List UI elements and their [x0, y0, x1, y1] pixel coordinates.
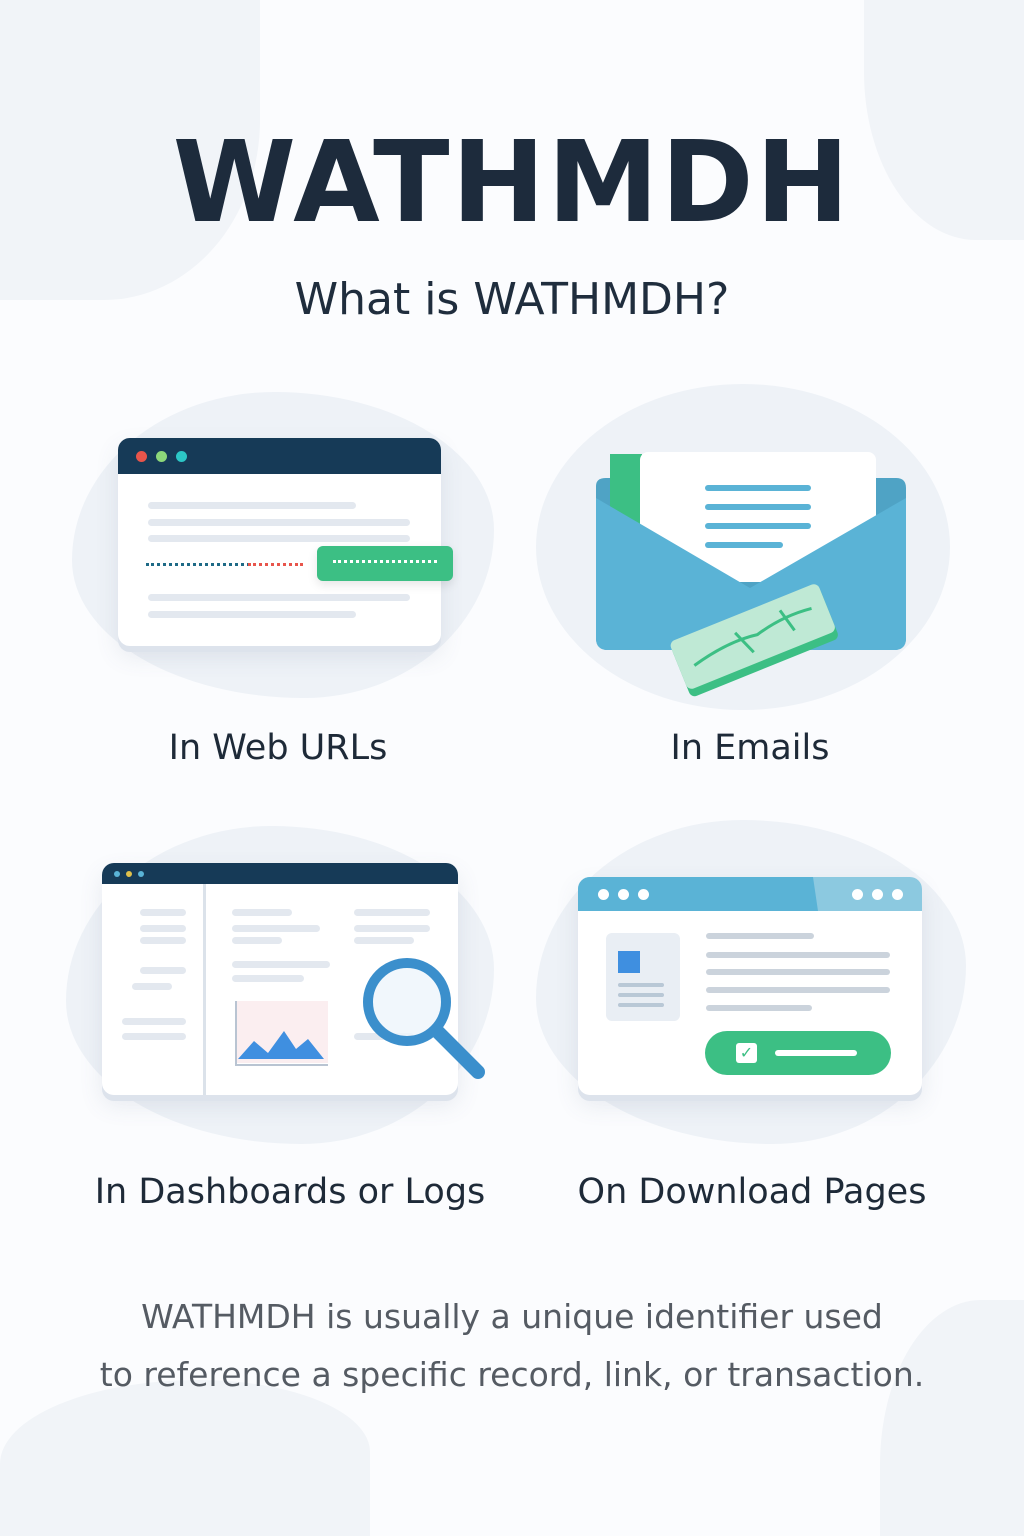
page-title: WATHMDH: [172, 118, 852, 248]
card-label-dashboards: In Dashboards or Logs: [94, 1172, 486, 1212]
card-label-web-urls: In Web URLs: [168, 728, 388, 768]
magnifier-icon: [363, 958, 485, 1079]
download-page-icon: ✓: [578, 877, 922, 1095]
background-shape: [0, 1380, 370, 1536]
file-icon: [606, 933, 680, 1021]
description-line-2: to reference a specific record, link, or…: [99, 1355, 925, 1394]
description: WATHMDH is usually a unique identifier u…: [0, 1288, 1024, 1404]
page-subtitle: What is WATHMDH?: [294, 274, 730, 325]
checkbox-icon: ✓: [736, 1043, 757, 1063]
card-label-emails: In Emails: [670, 728, 830, 768]
url-highlight-badge: [317, 546, 453, 581]
download-button: ✓: [705, 1031, 891, 1075]
envelope-icon: [596, 452, 906, 697]
card-label-download-pages: On Download Pages: [577, 1172, 927, 1212]
area-chart-icon: [235, 1001, 328, 1066]
description-line-1: WATHMDH is usually a unique identifier u…: [141, 1297, 883, 1336]
browser-url-icon: [118, 438, 441, 646]
